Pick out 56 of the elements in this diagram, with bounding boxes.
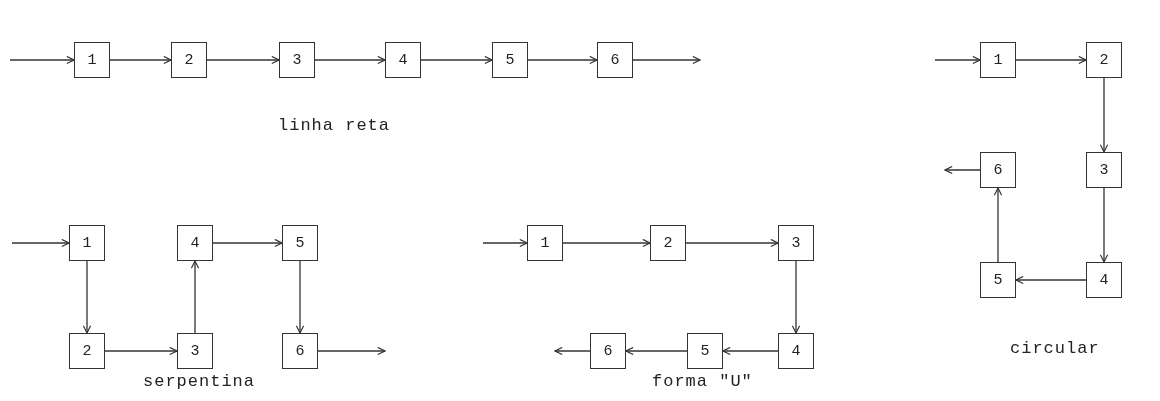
station-box: 6 — [597, 42, 633, 78]
arrow — [1015, 275, 1087, 285]
station-box: 2 — [1086, 42, 1122, 78]
arrow — [212, 238, 283, 248]
arrow — [1099, 77, 1109, 153]
arrow — [295, 260, 305, 334]
arrow — [562, 238, 651, 248]
arrow — [104, 346, 178, 356]
layout-caption: linha reta — [278, 116, 391, 135]
arrow — [934, 55, 981, 65]
arrow — [685, 238, 779, 248]
station-box: 3 — [177, 333, 213, 369]
arrow — [11, 238, 70, 248]
station-box: 4 — [778, 333, 814, 369]
station-box: 4 — [177, 225, 213, 261]
arrow — [82, 260, 92, 334]
arrow — [554, 346, 591, 356]
arrow — [317, 346, 386, 356]
station-box: 1 — [74, 42, 110, 78]
layout-caption: serpentina — [143, 372, 256, 391]
station-box: 2 — [650, 225, 686, 261]
station-box: 1 — [69, 225, 105, 261]
station-box: 1 — [980, 42, 1016, 78]
station-box: 2 — [171, 42, 207, 78]
layout-caption: forma "U" — [652, 372, 753, 391]
arrow — [1099, 187, 1109, 263]
arrow — [9, 55, 75, 65]
station-box: 5 — [980, 262, 1016, 298]
arrow — [190, 260, 200, 334]
arrow — [632, 55, 701, 65]
arrow — [791, 260, 801, 334]
arrow — [722, 346, 779, 356]
arrow — [625, 346, 688, 356]
arrow — [420, 55, 493, 65]
station-box: 6 — [590, 333, 626, 369]
station-box: 1 — [527, 225, 563, 261]
station-box: 4 — [1086, 262, 1122, 298]
arrow — [993, 187, 1003, 263]
arrow — [482, 238, 528, 248]
arrow — [314, 55, 386, 65]
arrow — [1015, 55, 1087, 65]
station-box: 6 — [282, 333, 318, 369]
layout-caption: circular — [1010, 339, 1100, 358]
arrow — [206, 55, 280, 65]
arrow — [944, 165, 981, 175]
arrow — [527, 55, 598, 65]
station-box: 5 — [687, 333, 723, 369]
station-box: 3 — [1086, 152, 1122, 188]
station-box: 2 — [69, 333, 105, 369]
arrow — [109, 55, 172, 65]
station-box: 3 — [279, 42, 315, 78]
station-box: 5 — [282, 225, 318, 261]
station-box: 6 — [980, 152, 1016, 188]
station-box: 3 — [778, 225, 814, 261]
station-box: 4 — [385, 42, 421, 78]
station-box: 5 — [492, 42, 528, 78]
